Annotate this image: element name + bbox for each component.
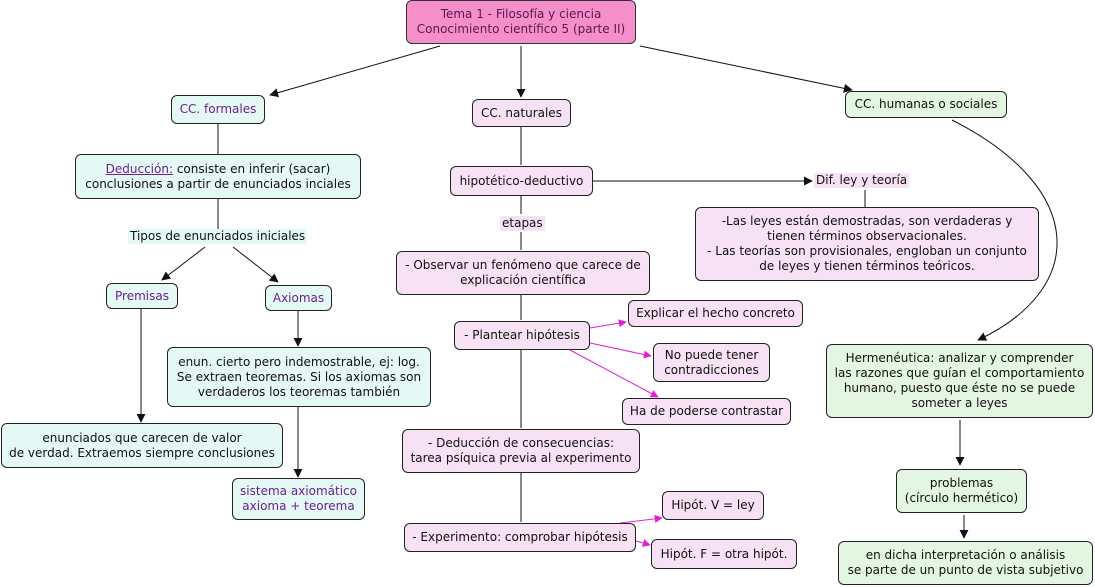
premisas-desc-node: enunciados que carecen de valor de verda…	[1, 423, 283, 468]
formales-node: CC. formales	[171, 95, 265, 124]
no-contra-line: contradicciones	[664, 362, 759, 377]
link-title-formales	[269, 45, 441, 98]
hermeneutica-node: Hermenéutica: analizar y comprender las …	[826, 344, 1093, 418]
tipos-label: Tipos de enunciados iniciales	[128, 229, 308, 244]
dif-desc-node: -Las leyes están demostradas, son verdad…	[695, 207, 1039, 281]
axiomas-label: Axiomas	[272, 290, 325, 305]
no-contradicciones-node: No puede tener contradicciones	[653, 343, 770, 382]
humanas-node: CC. humanas o sociales	[845, 91, 1007, 118]
link-plantear-explicar	[589, 319, 627, 329]
premisas-label: Premisas	[115, 288, 169, 303]
observar-line: explicación científica	[460, 273, 586, 287]
observar-node: - Observar un fenómeno que carece de exp…	[396, 251, 650, 295]
dif-label: Dif. ley y teoría	[814, 173, 910, 188]
link-humanas-hermeneutica	[951, 119, 1058, 341]
hermeneutica-line: Hermenéutica: analizar y comprender	[845, 351, 1074, 365]
link-title-humanas	[639, 45, 853, 93]
sistema-node: sistema axiomático axioma + teorema	[232, 478, 365, 520]
deduccion-cons-line: tarea psíquica previa al experimento	[410, 451, 632, 465]
dif-desc-line: tienen términos observacionales.	[767, 229, 967, 243]
explicar-label: Explicar el hecho concreto	[636, 306, 795, 320]
deduccion-node: Deducción: consiste en inferir (sacar) c…	[75, 154, 361, 199]
plantear-label: - Plantear hipótesis	[464, 328, 580, 342]
problemas-node: problemas (círculo hermético)	[896, 469, 1027, 513]
explicar-node: Explicar el hecho concreto	[628, 300, 803, 327]
title-line-2: Conocimiento científico 5 (parte II)	[416, 22, 626, 36]
naturales-label: CC. naturales	[481, 105, 562, 120]
metodo-label: hipotético-deductivo	[459, 173, 584, 188]
axiomas-desc-line: Se extraen teoremas. Si los axiomas son	[176, 369, 422, 384]
link-tipos-axiomas	[232, 246, 279, 283]
link-plantear-contrastar	[569, 349, 659, 398]
premisas-node: Premisas	[106, 283, 178, 309]
title-node: Tema 1 - Filosofía y ciencia Conocimient…	[406, 0, 636, 44]
deduccion-rest: consiste en inferir (sacar)	[173, 161, 331, 176]
deduccion-cons-line: - Deducción de consecuencias:	[427, 436, 615, 450]
naturales-node: CC. naturales	[472, 99, 571, 127]
interpretacion-line: en dicha interpretación o análisis	[865, 548, 1066, 562]
hermeneutica-line: someter a leyes	[911, 396, 1008, 410]
sistema-line: sistema axiomático	[240, 484, 357, 498]
link-experimento-hipV	[619, 514, 663, 524]
hip-f-label: Hipót. F = otra hipót.	[660, 546, 788, 561]
contrastar-label: Ha de poderse contrastar	[629, 404, 784, 418]
plantear-node: - Plantear hipótesis	[454, 321, 590, 350]
link-experimento-hipF	[635, 539, 651, 547]
contrastar-node: Ha de poderse contrastar	[622, 398, 791, 425]
axiomas-desc-line: enun. cierto pero indemostrable, ej: log…	[178, 354, 420, 369]
axiomas-desc-line: verdaderos los teoremas también	[197, 384, 401, 399]
link-plantear-nocontra	[589, 342, 652, 359]
hermeneutica-line: las razones que guían el comportamiento	[834, 366, 1085, 380]
hip-v-node: Hipót. V = ley	[662, 491, 764, 520]
dif-desc-line: -Las leyes están demostradas, son verdad…	[721, 214, 1013, 228]
problemas-line: problemas	[929, 476, 994, 490]
hip-v-label: Hipót. V = ley	[671, 498, 755, 512]
hermeneutica-line: humano, puesto que éste no se puede	[843, 381, 1076, 395]
no-contra-line: No puede tener	[664, 347, 759, 362]
metodo-node: hipotético-deductivo	[450, 166, 593, 196]
deduccion-line-2: conclusiones a partir de enunciados inci…	[85, 176, 351, 191]
observar-line: - Observar un fenómeno que carece de	[405, 258, 641, 272]
dif-desc-line: de leyes y tienen términos teóricos.	[759, 259, 975, 273]
title-line-1: Tema 1 - Filosofía y ciencia	[440, 7, 602, 21]
problemas-line: (círculo hermético)	[904, 491, 1019, 505]
axiomas-desc-node: enun. cierto pero indemostrable, ej: log…	[167, 347, 431, 407]
humanas-label: CC. humanas o sociales	[854, 97, 998, 111]
dif-desc-line: - Las teorías son provisionales, engloba…	[707, 244, 1027, 258]
interpretacion-node: en dicha interpretación o análisis se pa…	[838, 541, 1093, 585]
deduccion-line-1: Deducción: consiste en inferir (sacar)	[106, 162, 331, 177]
axiomas-node: Axiomas	[265, 285, 332, 311]
hip-f-node: Hipót. F = otra hipót.	[651, 539, 797, 569]
experimento-label: - Experimento: comprobar hipótesis	[412, 530, 628, 544]
link-tipos-premisas	[161, 246, 206, 281]
interpretacion-line: se parte de un punto de vista subjetivo	[847, 563, 1084, 577]
etapas-label: etapas	[500, 216, 545, 231]
premisas-desc-line: de verdad. Extraemos siempre conclusione…	[9, 445, 275, 460]
deduccion-term: Deducción:	[105, 161, 174, 176]
formales-label: CC. formales	[179, 102, 257, 116]
sistema-line: axioma + teorema	[242, 499, 355, 513]
deduccion-consecuencias-node: - Deducción de consecuencias: tarea psíq…	[402, 429, 640, 473]
premisas-desc-line: enunciados que carecen de valor	[42, 430, 242, 445]
experimento-node: - Experimento: comprobar hipótesis	[404, 523, 636, 552]
